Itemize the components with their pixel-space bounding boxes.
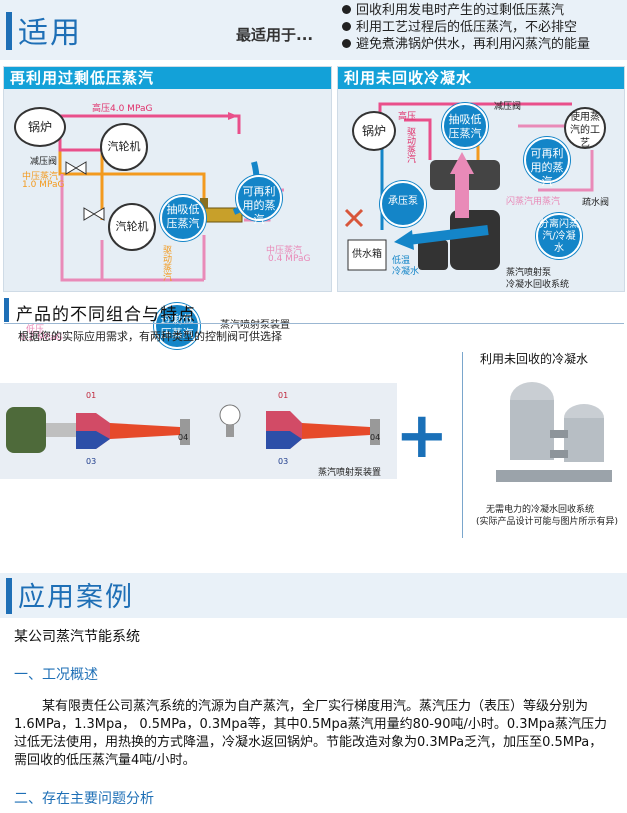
low-pressure-label: 低压 [26,325,45,335]
case-paragraph: 某有限责任公司蒸汽系统的汽源为自产蒸汽，全厂实行梯度用汽。蒸汽压力（表压）等级分… [14,699,607,768]
bullet-item: 利用工艺过程后的低压蒸汽，不必排空 [342,19,590,36]
header-accent-bar [6,12,12,50]
product-combo-area: 01 03 04 01 03 04 蒸汽喷射泵装置 [0,383,397,479]
bullet-dot-icon [342,39,351,48]
bullet-dot-icon [342,22,351,31]
trap-label: 疏水阀 [582,198,610,208]
bubble-separate: 分离闪蒸汽/冷凝水 [536,213,582,259]
section-title-combo: 产品的不同组合与特点 [16,305,196,325]
port-label: 03 [86,457,97,466]
section-accent-bar [6,578,12,614]
header-band [0,0,627,60]
high-pressure-label: 高压4.0 MPaG [92,104,153,114]
page-title: 适用 [18,16,82,51]
low-temp-label: 低温 [392,256,411,266]
condensate-caption: 无需电力的冷凝水回收系统 [486,505,595,515]
panel-unrecovered-condensate: 利用未回收冷凝水 锅炉 使用蒸汽的工艺 高压 驱动蒸汽 减压阀 闪蒸汽用蒸汽 疏… [337,66,625,292]
boiler-icon: 锅炉 [14,107,66,147]
bullet-list: 回收利用发电时产生的过剩低压蒸汽 利用工艺过程后的低压蒸汽，不必排空 避免煮沸锅… [342,2,590,53]
section-desc: 根据您的实际应用需求，有两种类型的控制阀可供选择 [18,330,282,343]
bubble-pump: 承压泵 [380,181,426,227]
condensate-recovery-unit-image [496,382,612,482]
condensate-caption-note: (实际产品设计可能与图片所示有异) [476,517,619,527]
mid-pressure-value: 1.0 MPaG [22,180,65,190]
section-title-cases: 应用案例 [18,582,134,613]
panel-title: 再利用过剩低压蒸汽 [4,67,331,89]
valve-ejector-illustration [6,404,380,453]
port-label: 04 [178,433,189,442]
port-label: 01 [86,391,97,400]
driving-steam-label: 驱动蒸汽 [161,245,171,281]
bubble-reusable: 可再利用的蒸汽 [524,137,570,188]
bullet-item: 避免煮沸锅炉供水，再利用闪蒸汽的能量 [342,36,590,53]
boiler-icon: 锅炉 [352,111,396,151]
prv-label: 减压阀 [30,157,58,167]
prv-label: 减压阀 [494,102,522,112]
low-pressure-value: 0.2 MPaG [20,333,63,343]
turbine-icon: 汽轮机 [100,123,148,171]
feed-tank-label: 供水箱 [352,249,382,260]
turbine-icon: 汽轮机 [108,203,156,251]
panel-title: 利用未回收冷凝水 [338,67,624,89]
condensate-title: 利用未回收的冷凝水 [480,352,589,366]
condensate-label: 冷凝水 [392,267,420,277]
bubble-excess: 过剩低压蒸汽 [154,303,200,349]
port-label: 04 [370,433,381,442]
condensate-flow-diagram [344,102,594,271]
case-heading-problems: 二、存在主要问题分析 [14,791,154,807]
bullet-item: 回收利用发电时产生的过剩低压蒸汽 [342,2,590,19]
page-subtitle: 最适用于... [236,26,314,44]
mid-pressure-label: 中压蒸汽 [22,172,59,182]
ejector-label: 蒸汽喷射泵装置 [318,468,382,478]
flash-steam-label: 闪蒸汽用蒸汽 [506,197,561,207]
recovery-label: 冷凝水回收系统 [506,280,570,290]
section-band [0,573,627,618]
process-icon: 使用蒸汽的工艺 [564,107,606,149]
bubble-reusable: 可再利用的蒸汽 [236,175,282,226]
ejector-label: 蒸汽喷射泵装置 [220,320,290,331]
panel-reuse-excess-steam: 再利用过剩低压蒸汽 锅炉 汽轮机 汽轮机 高压4.0 MPaG 减压阀 中压蒸汽… [3,66,332,349]
high-pressure-label: 高压 [398,112,417,122]
port-label: 01 [278,391,289,400]
section-divider [4,323,624,324]
bubble-suction: 抽吸低压蒸汽 [160,195,206,241]
plus-icon: + [395,399,449,473]
section-accent-bar [4,298,9,322]
mid-steam-out-label: 中压蒸汽 [266,246,303,256]
case-company-title: 某公司蒸汽节能系统 [14,629,140,645]
port-label: 03 [278,457,289,466]
ejector-label: 蒸汽喷射泵 [506,268,552,278]
case-heading-overview: 一、工况概述 [14,667,98,683]
bubble-suction: 抽吸低压蒸汽 [442,103,488,149]
bullet-dot-icon [342,5,351,14]
driving-steam-label: 驱动蒸汽 [405,127,415,163]
mid-steam-out-value: 0.4 MPaG [268,254,311,264]
vertical-divider [462,352,463,538]
